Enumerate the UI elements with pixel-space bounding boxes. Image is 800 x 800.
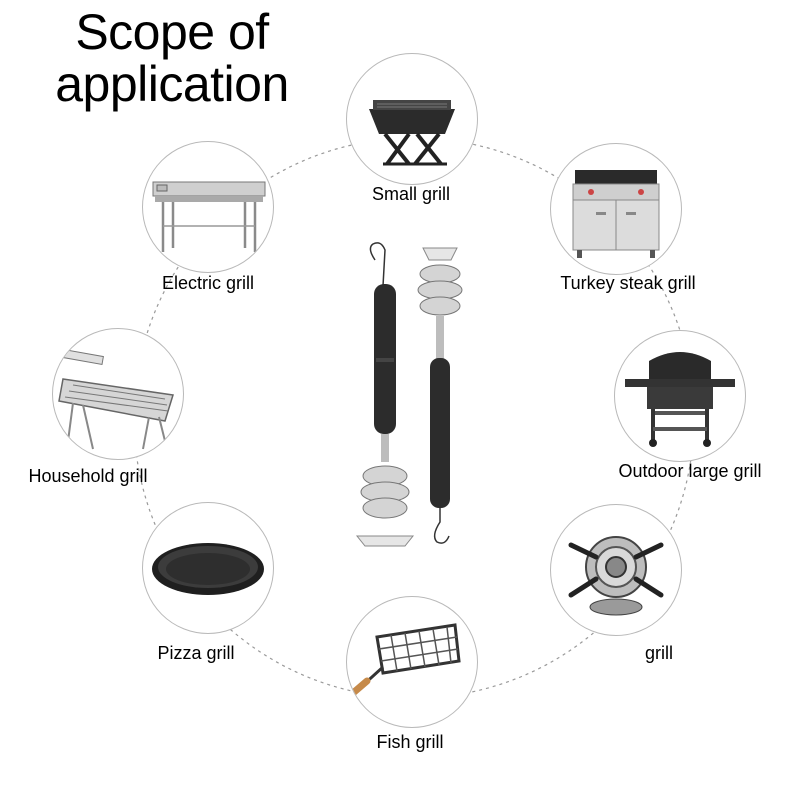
title-line-2: application	[55, 56, 289, 112]
label-grill: grill	[644, 643, 674, 663]
label-household-grill: Household grill	[28, 466, 148, 486]
electric-grill-icon	[142, 141, 274, 273]
barrel-grill-icon	[614, 330, 746, 462]
label-small-grill: Small grill	[371, 184, 451, 204]
commercial-grill-icon	[550, 143, 682, 275]
pizza-pan-icon	[142, 502, 274, 634]
gas-burner-icon	[550, 504, 682, 636]
label-outdoor-large-grill: Outdoor large grill	[618, 461, 762, 481]
portable-grill-icon	[346, 53, 478, 185]
folding-grill-icon	[52, 328, 184, 460]
grill-basket-icon	[346, 596, 478, 728]
label-turkey-steak-grill: Turkey steak grill	[560, 273, 696, 293]
label-fish-grill: Fish grill	[376, 732, 444, 752]
label-pizza-grill: Pizza grill	[157, 643, 235, 663]
title-line-1: Scope of	[75, 4, 269, 60]
page-title: Scope of application	[22, 6, 322, 110]
label-electric-grill: Electric grill	[161, 273, 255, 293]
grill-brush-icon	[355, 242, 463, 547]
